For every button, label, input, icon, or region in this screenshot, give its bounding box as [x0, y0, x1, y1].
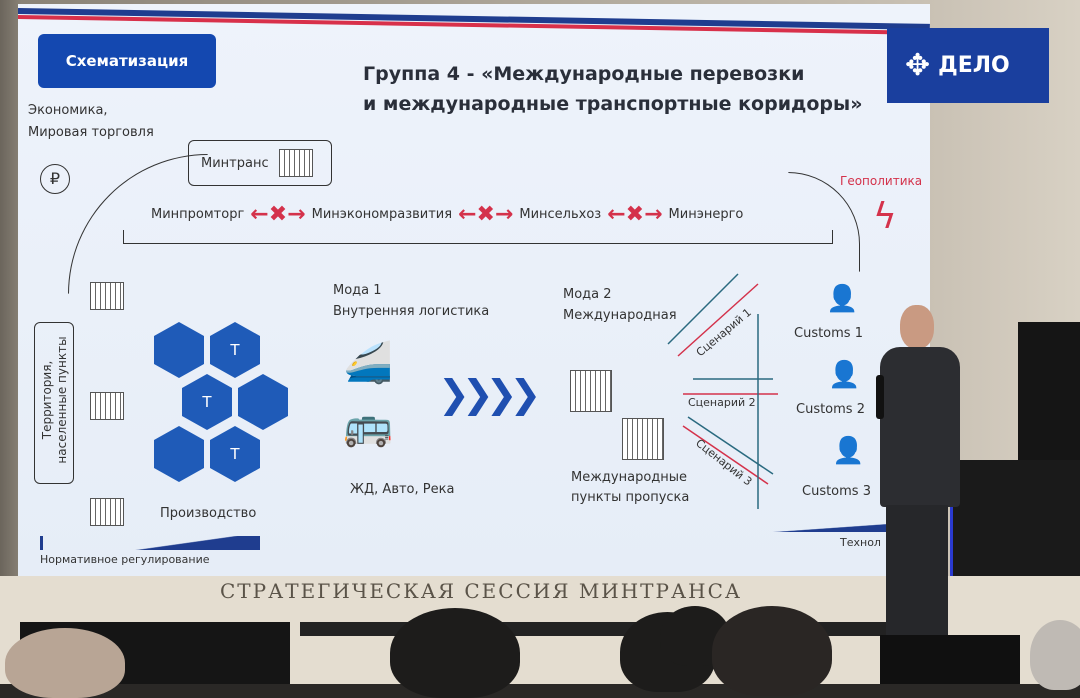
speaker-head [900, 305, 934, 349]
hexagon [238, 374, 288, 430]
bracket-line [123, 230, 833, 244]
building-icon [622, 418, 664, 460]
bus-icon: 🚌 [343, 403, 393, 449]
building-icon [570, 370, 612, 412]
scenario3-arrow-red [682, 425, 769, 485]
logo-text: ДЕЛО [938, 53, 1010, 78]
audience-head [712, 606, 832, 696]
mode1-label: Мода 1 Внутренняя логистика [333, 280, 489, 322]
building-icon [278, 149, 313, 177]
slide-title: Группа 4 - «Международные перевозки и ме… [363, 59, 862, 119]
ruble-icon: ₽ [40, 164, 70, 194]
territory-line-2: населенные пункты [55, 336, 69, 464]
economy-label: Экономика, Мировая торговля [28, 100, 154, 144]
audience-head [5, 628, 125, 698]
cross-icon: ←✖→ [250, 202, 306, 227]
mode1-line-2: Внутренняя логистика [333, 304, 490, 319]
presentation-slide: Схематизация Группа 4 - «Международные п… [18, 4, 930, 576]
mode2-line-2: Международная [563, 308, 677, 323]
cross-icon: ←✖→ [458, 202, 514, 227]
lightning-icon: ϟ [873, 196, 897, 237]
speaker-legs [886, 505, 948, 655]
mode2-line-1: Мода 2 [563, 287, 612, 302]
hexagon [154, 426, 204, 482]
ministry-minpromtorg: Минпромторг [151, 207, 245, 222]
scenario1-arrow-teal [667, 273, 739, 345]
section-badge: Схематизация [38, 34, 216, 88]
cross-icon: ←✖→ [607, 202, 663, 227]
territory-label: Территория, населенные пункты [40, 324, 70, 476]
mode2-label: Мода 2 Международная [563, 284, 677, 326]
speaker-person [872, 305, 960, 660]
ministry-minselkhoz: Минсельхоз [519, 207, 602, 222]
checkpoints-label: Международные пункты пропуска [571, 468, 689, 508]
building-icon [90, 392, 124, 420]
economy-line-2: Мировая торговля [28, 125, 154, 140]
transport-label: ЖД, Авто, Река [350, 482, 455, 497]
technology-label: Технол [840, 536, 881, 549]
hexagon: Т [210, 426, 260, 482]
ministries-row: Минпромторг ←✖→ Минэкономразвития ←✖→ Ми… [151, 202, 743, 227]
mintrans-label: Минтранс [201, 155, 269, 171]
customs1-label: Customs 1 [794, 326, 863, 341]
title-line-1: Группа 4 - «Международные перевозки [363, 63, 805, 85]
train-icon: 🚄 [343, 340, 393, 386]
event-banner: СТРАТЕГИЧЕСКАЯ СЕССИЯ МИНТРАНСА [220, 579, 743, 603]
building-icon [90, 282, 124, 310]
audience-head [1030, 620, 1080, 690]
scenario1-arrow-red [677, 283, 759, 357]
customs3-label: Customs 3 [802, 484, 871, 499]
audience-head [390, 608, 520, 698]
territory-box: Территория, населенные пункты [34, 322, 74, 484]
stage-monitor [880, 635, 1020, 684]
chevrons-arrow-icon: ❯❯❯❯ [438, 372, 541, 416]
hexagon [154, 322, 204, 378]
checkpoints-line-2: пункты пропуска [571, 490, 690, 505]
ministry-minekonomrazvitiya: Минэкономразвития [311, 207, 453, 222]
technology-wedge [718, 522, 928, 532]
hexagon: Т [210, 322, 260, 378]
regulation-wedge [40, 536, 260, 550]
scenario2-label: Сценарий 2 [688, 396, 756, 409]
regulation-label: Нормативное регулирование [40, 553, 210, 566]
customs2-label: Customs 2 [796, 402, 865, 417]
geopolitics-label: Геополитика [840, 174, 923, 188]
person-icon: 👤 [832, 436, 865, 466]
hexagon: Т [182, 374, 232, 430]
ministry-minenergo: Минэнерго [668, 207, 744, 222]
person-icon: 👤 [828, 360, 861, 390]
delo-logo: ✥ ДЕЛО [887, 28, 1049, 103]
person-icon: 👤 [826, 284, 859, 314]
checkpoints-line-1: Международные [571, 470, 688, 485]
economy-line-1: Экономика, [28, 103, 108, 118]
building-icon [90, 498, 124, 526]
speaker-jacket [880, 347, 960, 507]
production-label: Производство [160, 506, 257, 521]
logo-emblem-icon: ✥ [905, 48, 931, 83]
microphone-icon [876, 375, 884, 419]
territory-line-1: Территория, [40, 360, 54, 440]
title-line-2: и международные транспортные коридоры» [363, 93, 863, 115]
scenario-arrows [667, 273, 778, 509]
mode1-line-1: Мода 1 [333, 283, 382, 298]
mintrans-box: Минтранс [188, 140, 332, 186]
scenario3-arrow-teal [687, 416, 774, 475]
